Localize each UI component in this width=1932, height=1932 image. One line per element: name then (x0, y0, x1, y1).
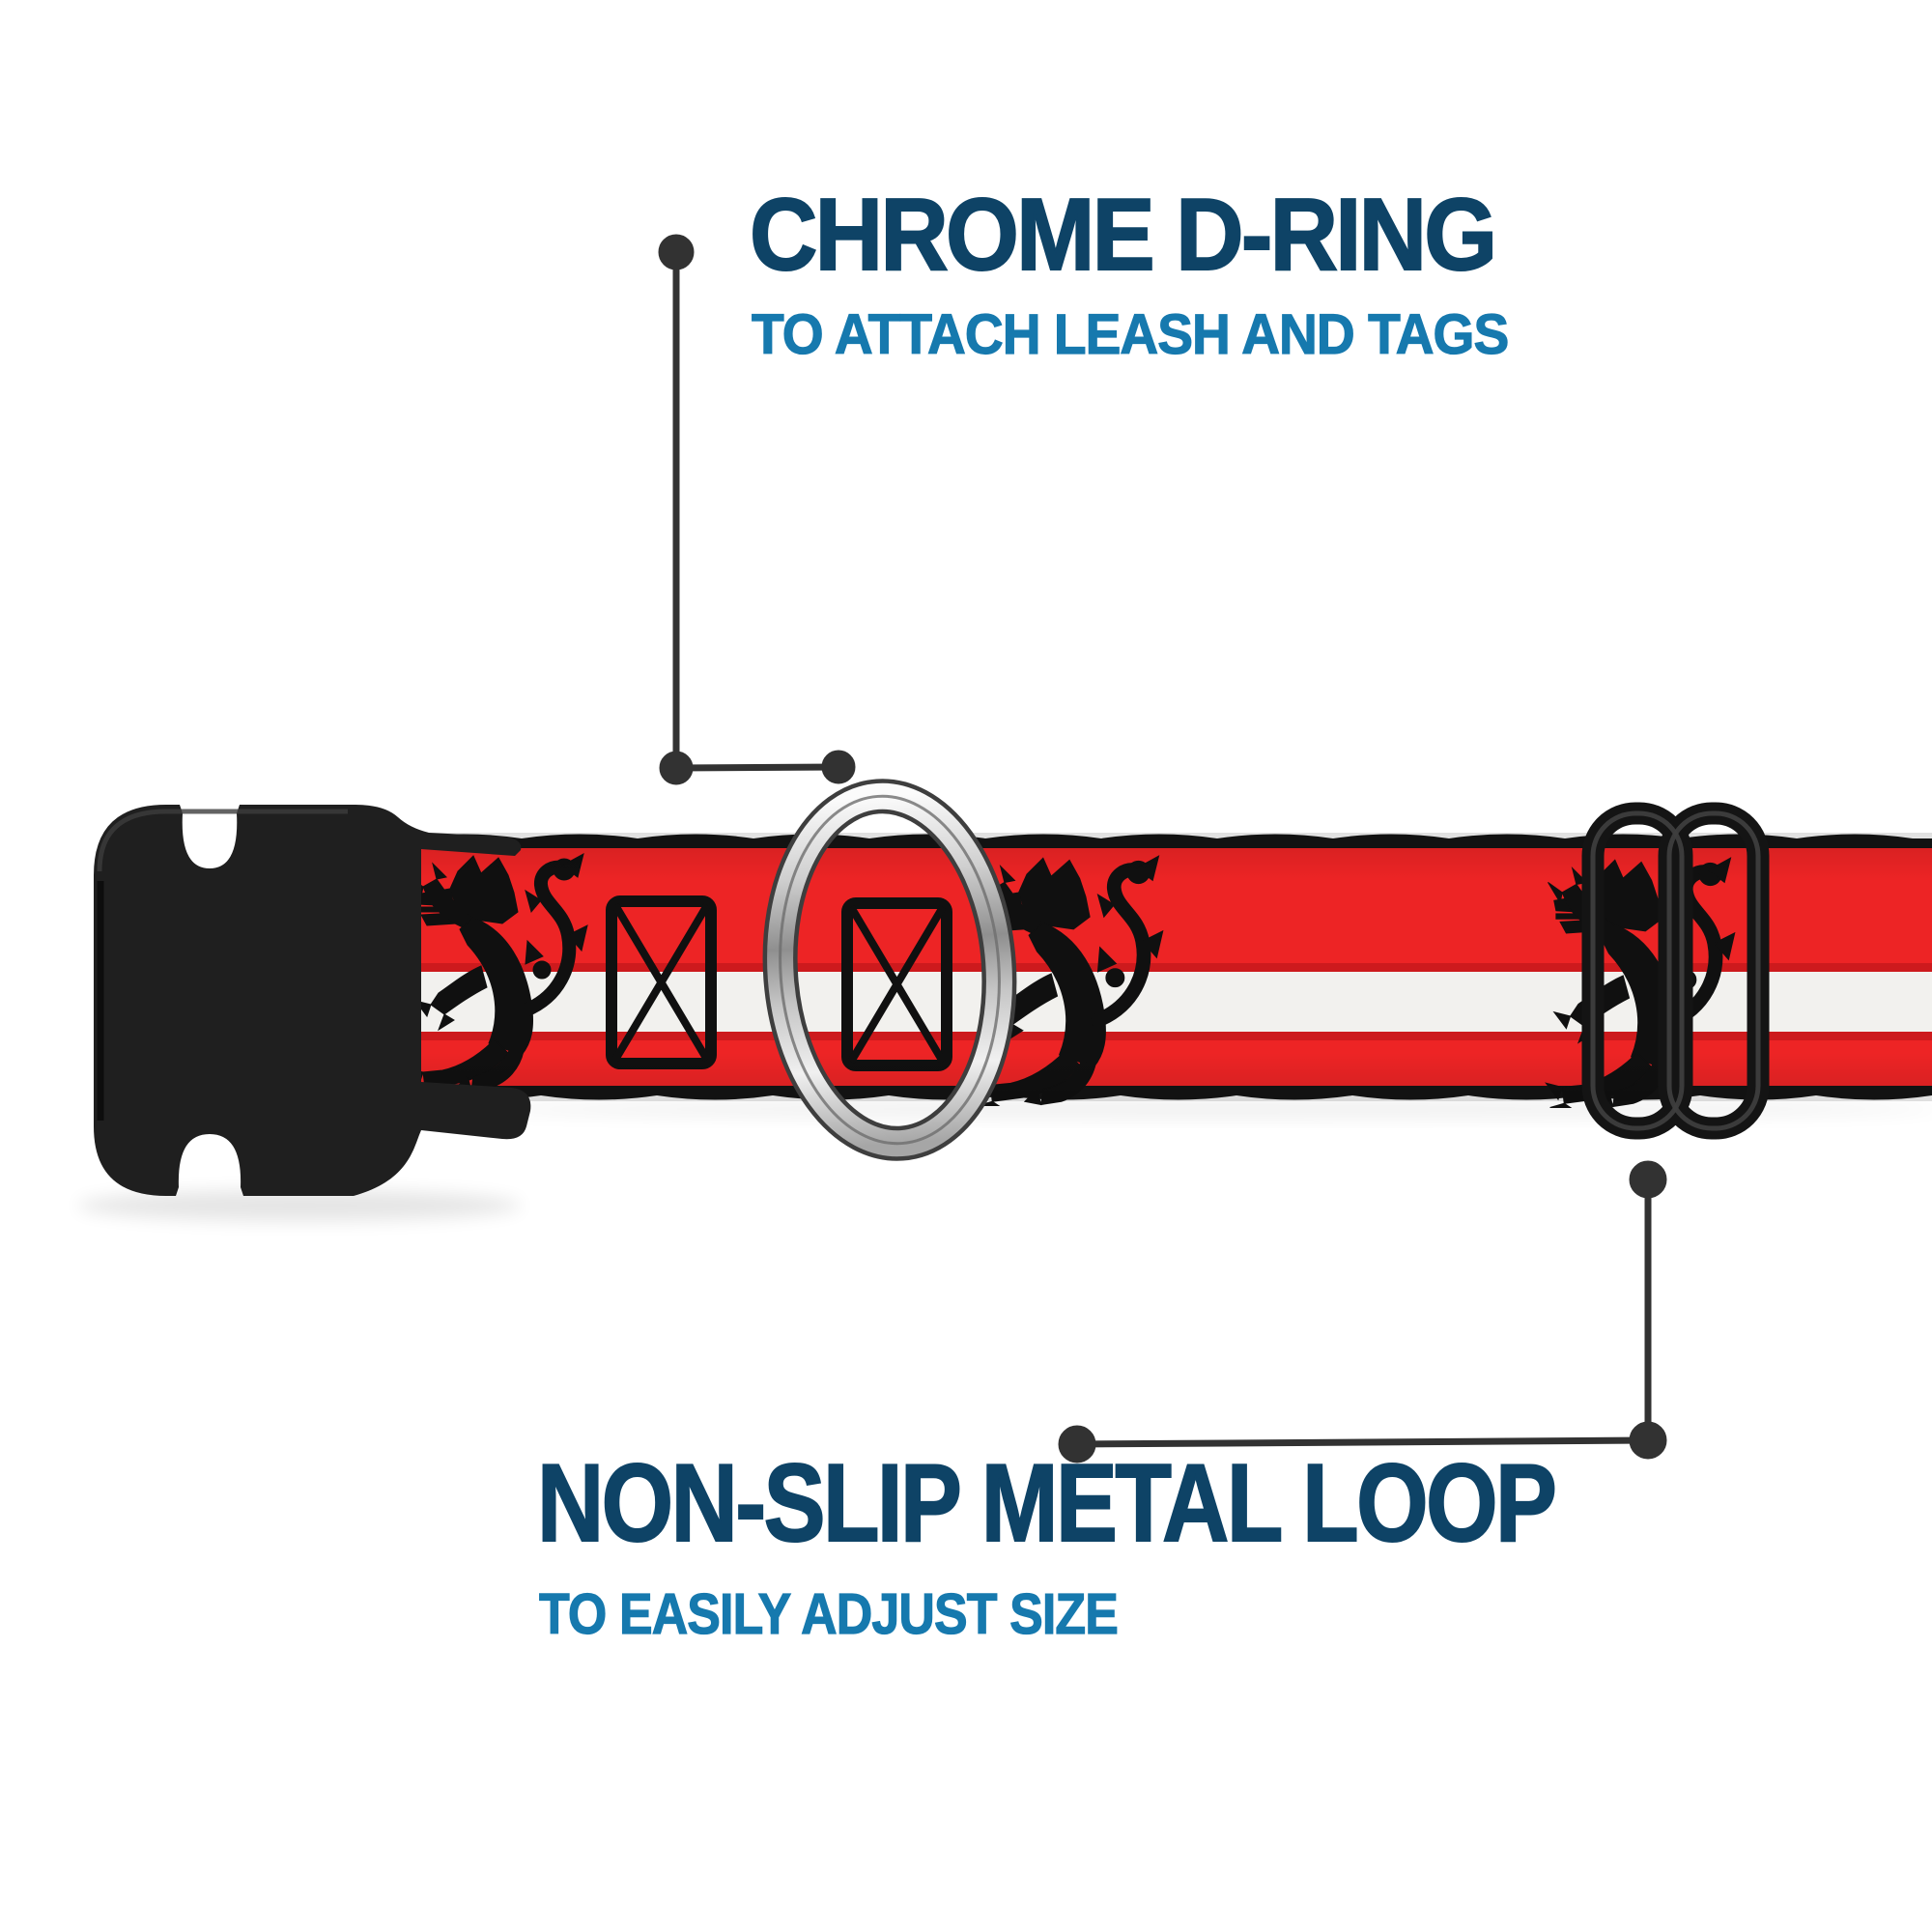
top-callout-dot-label (658, 234, 695, 270)
metal-loop-slider (1581, 802, 1770, 1140)
buckle-highlight (97, 809, 348, 872)
slider-sheen-left (1590, 810, 1685, 1131)
bottom-callout-dot-label (1058, 1425, 1096, 1463)
bottom-callout-dot-target (1629, 1160, 1667, 1199)
top-callout-subtitle: TO ATTACH LEASH AND TAGS (751, 303, 1509, 366)
top-callout-dot-target (821, 750, 856, 784)
bottom-callout-dot-corner (1629, 1421, 1667, 1460)
top-callout-connector (658, 234, 856, 785)
slider-sheen-right (1666, 810, 1761, 1131)
webbing-shading (406, 833, 1932, 1101)
side-release-buckle (94, 805, 531, 1196)
buckle-shadow (77, 1190, 522, 1221)
bottom-callout-connector (1058, 1160, 1667, 1463)
top-callout-dot-corner (659, 751, 694, 785)
bottom-callout-title: NON-SLIP METAL LOOP (536, 1442, 1558, 1565)
chrome-d-ring (762, 779, 1017, 1161)
collar-webbing (406, 833, 1932, 1108)
collar-shadow (473, 1099, 1932, 1119)
top-callout-title: CHROME D-RING (749, 178, 1498, 292)
bottom-callout-subtitle: TO EASILY ADJUST SIZE (538, 1582, 1119, 1646)
